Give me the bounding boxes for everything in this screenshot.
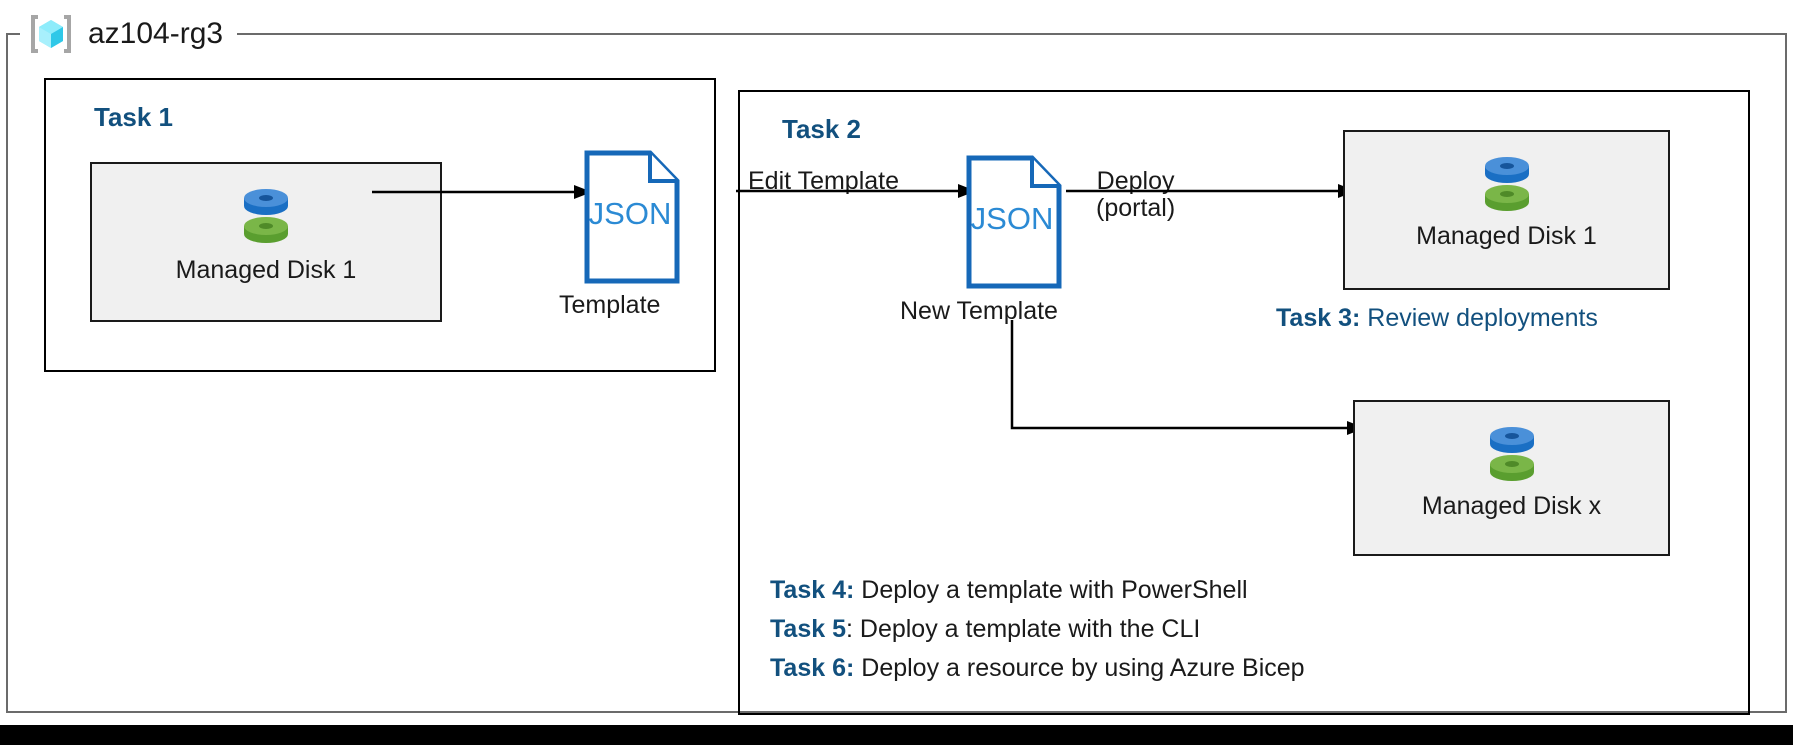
task2-new-template-caption: New Template bbox=[900, 297, 1058, 325]
managed-disk-icon bbox=[1480, 416, 1544, 490]
task2-json-template-icon: JSON bbox=[966, 155, 1062, 289]
task-5-note-key: Task 5 bbox=[770, 615, 846, 643]
task-5-note-separator: : bbox=[845, 615, 853, 643]
deploy-edge-label-line2: (portal) bbox=[1096, 194, 1176, 222]
task-3-note-key: Task 3: bbox=[1276, 304, 1361, 332]
task-2-container bbox=[738, 90, 1750, 715]
task-4-note-body: Deploy a template with PowerShell bbox=[854, 576, 1248, 604]
resource-group-frame bbox=[6, 33, 1787, 713]
task-1-heading: Task 1 bbox=[94, 102, 174, 132]
bottom-band bbox=[0, 725, 1793, 745]
managed-disk-icon bbox=[1475, 146, 1539, 220]
task1-template-caption: Template bbox=[559, 291, 661, 319]
azure-resource-group-cube-icon bbox=[28, 12, 74, 56]
deploy-portal-edge-label: Deploy (portal) bbox=[1096, 168, 1175, 222]
task-2-heading: Task 2 bbox=[782, 114, 862, 144]
task2-managed-disk-1-label: Managed Disk 1 bbox=[1416, 222, 1597, 250]
svg-text:JSON: JSON bbox=[589, 196, 672, 231]
task1-managed-disk-1-label: Managed Disk 1 bbox=[175, 256, 357, 284]
task-1-container bbox=[44, 78, 716, 372]
task-5-note-body: Deploy a template with the CLI bbox=[852, 615, 1201, 643]
task-6-note-key: Task 6: bbox=[770, 654, 855, 682]
resource-group-name: az104-rg3 bbox=[88, 17, 224, 50]
task-5-note: Task 5: Deploy a template with the CLI bbox=[770, 617, 1200, 642]
task2-managed-disk-x-box: Managed Disk x bbox=[1353, 400, 1670, 556]
task-4-note: Task 4: Deploy a template with PowerShel… bbox=[770, 578, 1248, 603]
task-6-note: Task 6: Deploy a resource by using Azure… bbox=[770, 656, 1305, 681]
resource-group-title: az104-rg3 bbox=[20, 12, 238, 56]
task1-managed-disk-1-box: Managed Disk 1 bbox=[90, 162, 442, 322]
task-3-note: Task 3: Review deployments bbox=[1276, 306, 1598, 331]
managed-disk-icon bbox=[234, 178, 298, 252]
task1-json-template-icon: JSON bbox=[584, 150, 680, 284]
task-6-note-body: Deploy a resource by using Azure Bicep bbox=[854, 654, 1305, 682]
task2-managed-disk-1-box: Managed Disk 1 bbox=[1343, 130, 1670, 290]
svg-text:JSON: JSON bbox=[971, 201, 1054, 236]
task-3-note-body: Review deployments bbox=[1360, 304, 1598, 332]
task-4-note-key: Task 4: bbox=[770, 576, 855, 604]
task2-managed-disk-x-label: Managed Disk x bbox=[1421, 492, 1602, 520]
deploy-edge-label-line1: Deploy bbox=[1096, 167, 1175, 195]
edit-template-edge-label: Edit Template bbox=[748, 167, 900, 195]
